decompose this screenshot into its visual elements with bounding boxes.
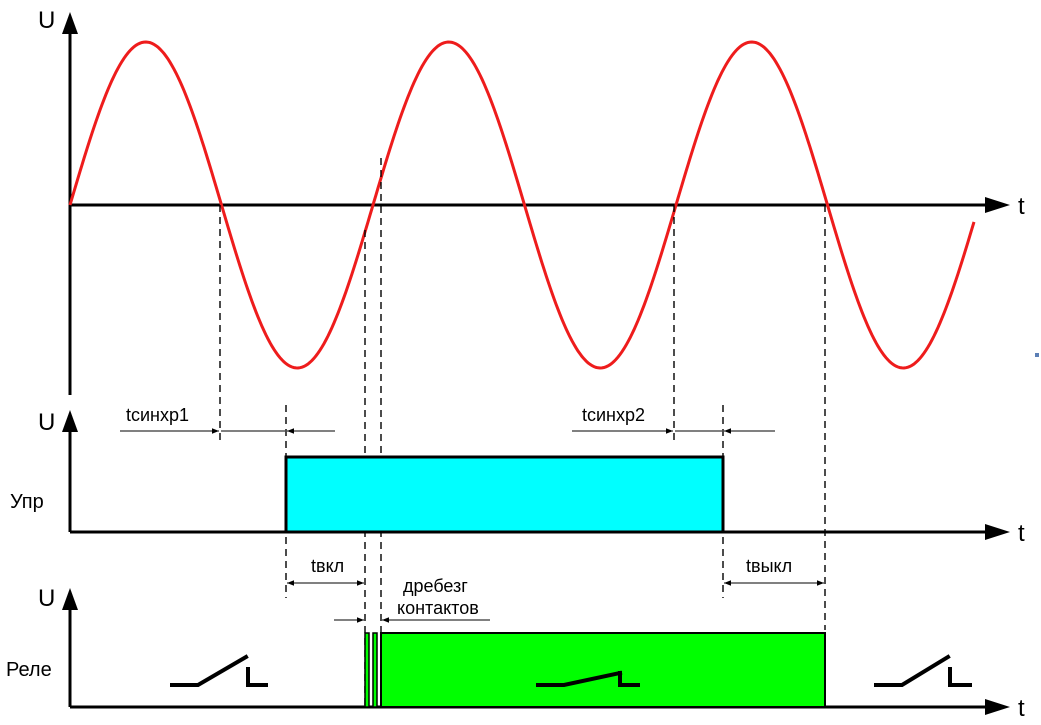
control-panel: U t Упр tсинхр1 tсинхр2 xyxy=(10,405,1025,547)
sine-x-axis-label: t xyxy=(1018,193,1025,220)
switch-open-icon xyxy=(170,654,268,687)
control-pulse xyxy=(284,455,725,534)
control-y-axis-arrow xyxy=(62,410,78,432)
relay-y-axis-label: U xyxy=(38,585,55,612)
sine-x-axis-arrow xyxy=(985,197,1010,213)
guide-lines xyxy=(219,158,826,708)
switch-closed-icon xyxy=(536,670,640,687)
t-on-label: tвкл xyxy=(311,556,344,576)
corner-marker xyxy=(1035,353,1039,357)
bounce-spike-1 xyxy=(364,632,370,708)
relay-panel: U t Реле xyxy=(6,585,1025,722)
t-sync1-label: tсинхр1 xyxy=(126,405,189,425)
sine-y-axis-label: U xyxy=(38,7,55,34)
t-sync2-label: tсинхр2 xyxy=(582,405,645,425)
switch-open-icon-right xyxy=(874,654,972,687)
control-x-axis-arrow xyxy=(985,524,1010,540)
sine-wave xyxy=(68,40,976,370)
sine-y-axis-arrow xyxy=(62,12,78,34)
control-x-axis-label: t xyxy=(1018,520,1025,547)
sine-panel: U t xyxy=(38,7,1025,395)
t-off-label: tвыкл xyxy=(746,556,792,576)
relay-y-axis-arrow xyxy=(62,588,78,610)
control-y-axis-label: U xyxy=(38,409,55,436)
bounce-label-line1: дребезг xyxy=(403,576,468,596)
delay-annotations: tвкл tвыкл дребезг контактов xyxy=(287,556,824,623)
relay-x-axis-label: t xyxy=(1018,695,1025,722)
bounce-spike-2 xyxy=(372,632,378,708)
relay-pulse xyxy=(380,632,826,708)
bounce-label-line2: контактов xyxy=(397,598,479,618)
relay-row-label: Реле xyxy=(6,659,52,681)
control-row-label: Упр xyxy=(10,491,44,513)
relay-x-axis-arrow xyxy=(985,699,1010,715)
